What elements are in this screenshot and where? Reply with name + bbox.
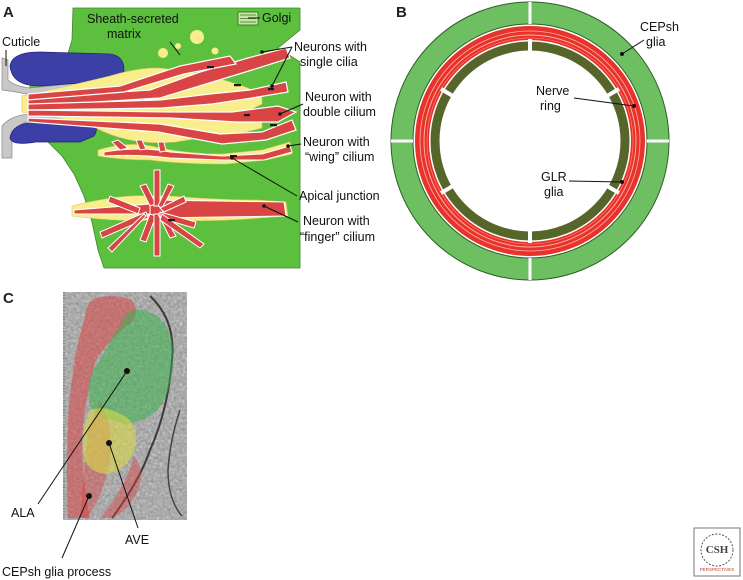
leader-cepsh — [621, 39, 645, 55]
label-single-cilia-1: Neurons with — [294, 40, 367, 54]
label-cepsh-2: glia — [646, 35, 666, 49]
neuron-wing-cilium — [97, 139, 293, 165]
label-single-cilia-2: single cilia — [300, 55, 358, 69]
vesicle — [158, 48, 168, 58]
cuticle-blue-upper — [9, 51, 125, 87]
panel-letter-c: C — [3, 290, 14, 307]
leader-nerve-ring — [573, 97, 635, 107]
em-micrograph — [63, 292, 187, 520]
nerve-ring — [415, 26, 645, 256]
cepsh-process-region — [67, 296, 136, 518]
label-sheath-matrix-2: matrix — [107, 27, 142, 41]
neuron-channel-lower — [27, 117, 297, 145]
vesicle — [190, 30, 204, 44]
leader-single-cilia-b — [271, 46, 293, 87]
glr-glia-ring — [430, 39, 630, 243]
label-glr-2: glia — [544, 185, 564, 199]
label-golgi: Golgi — [262, 11, 291, 25]
label-cuticle: Cuticle — [2, 35, 40, 49]
vesicle — [211, 47, 219, 55]
leader-single-cilia-a — [261, 46, 293, 53]
label-finger-cilium-1: Neuron with — [303, 214, 370, 228]
leader-ave — [108, 442, 139, 529]
label-apical-junction: Apical junction — [299, 189, 380, 203]
label-glr-1: GLR — [541, 170, 567, 184]
leader-double-cilium — [279, 103, 304, 115]
channel-neurons — [27, 47, 298, 145]
leader-ala — [37, 370, 128, 505]
leader-finger-cilium — [263, 205, 299, 223]
label-nerve-1: Nerve — [536, 84, 569, 98]
label-finger-cilium-2: “finger” cilium — [300, 230, 375, 244]
vesicle — [175, 43, 181, 49]
apical-junction-mark — [230, 155, 237, 158]
label-wing-cilium-2: “wing” cilium — [305, 150, 374, 164]
leader-sheath-matrix — [169, 41, 181, 56]
panel-c: C ALA AVE CEPsh glia process — [2, 290, 187, 579]
panel-b: B — [390, 1, 679, 281]
neuron-channel-upper — [27, 55, 238, 101]
neuron-finger-cilium — [71, 169, 289, 257]
leader-glr — [568, 180, 623, 183]
panel-letter-b: B — [396, 4, 407, 21]
leader-cepsh-process — [61, 495, 90, 559]
junction-mark — [168, 219, 175, 222]
leader-wing-cilium — [287, 143, 302, 147]
logo-line2: PERSPECTIVES — [700, 567, 735, 572]
logo-line1: CSH — [706, 544, 729, 556]
neuron-single-cilium-2 — [27, 81, 289, 111]
neuron-single-cilium-1 — [27, 47, 291, 107]
panel-letter-a: A — [3, 4, 14, 21]
csh-perspectives-logo: CSH PERSPECTIVES — [693, 527, 741, 577]
label-sheath-matrix-1: Sheath-secreted — [87, 12, 179, 26]
label-double-cilium-2: double cilium — [303, 105, 376, 119]
label-wing-cilium-1: Neuron with — [303, 135, 370, 149]
label-nerve-2: ring — [540, 99, 561, 113]
label-ave: AVE — [125, 533, 149, 547]
cepsh-glia-ring — [390, 1, 670, 281]
label-double-cilium-1: Neuron with — [305, 90, 372, 104]
junction-marks — [207, 66, 277, 127]
label-cepsh-1: CEPsh — [640, 20, 679, 34]
panel-a: A — [1, 4, 380, 269]
leader-apical-junction — [231, 157, 298, 197]
neuron-double-cilium — [27, 105, 298, 123]
label-cepsh-process: CEPsh glia process — [2, 565, 111, 579]
label-ala: ALA — [11, 506, 35, 520]
ala-region — [88, 309, 173, 424]
